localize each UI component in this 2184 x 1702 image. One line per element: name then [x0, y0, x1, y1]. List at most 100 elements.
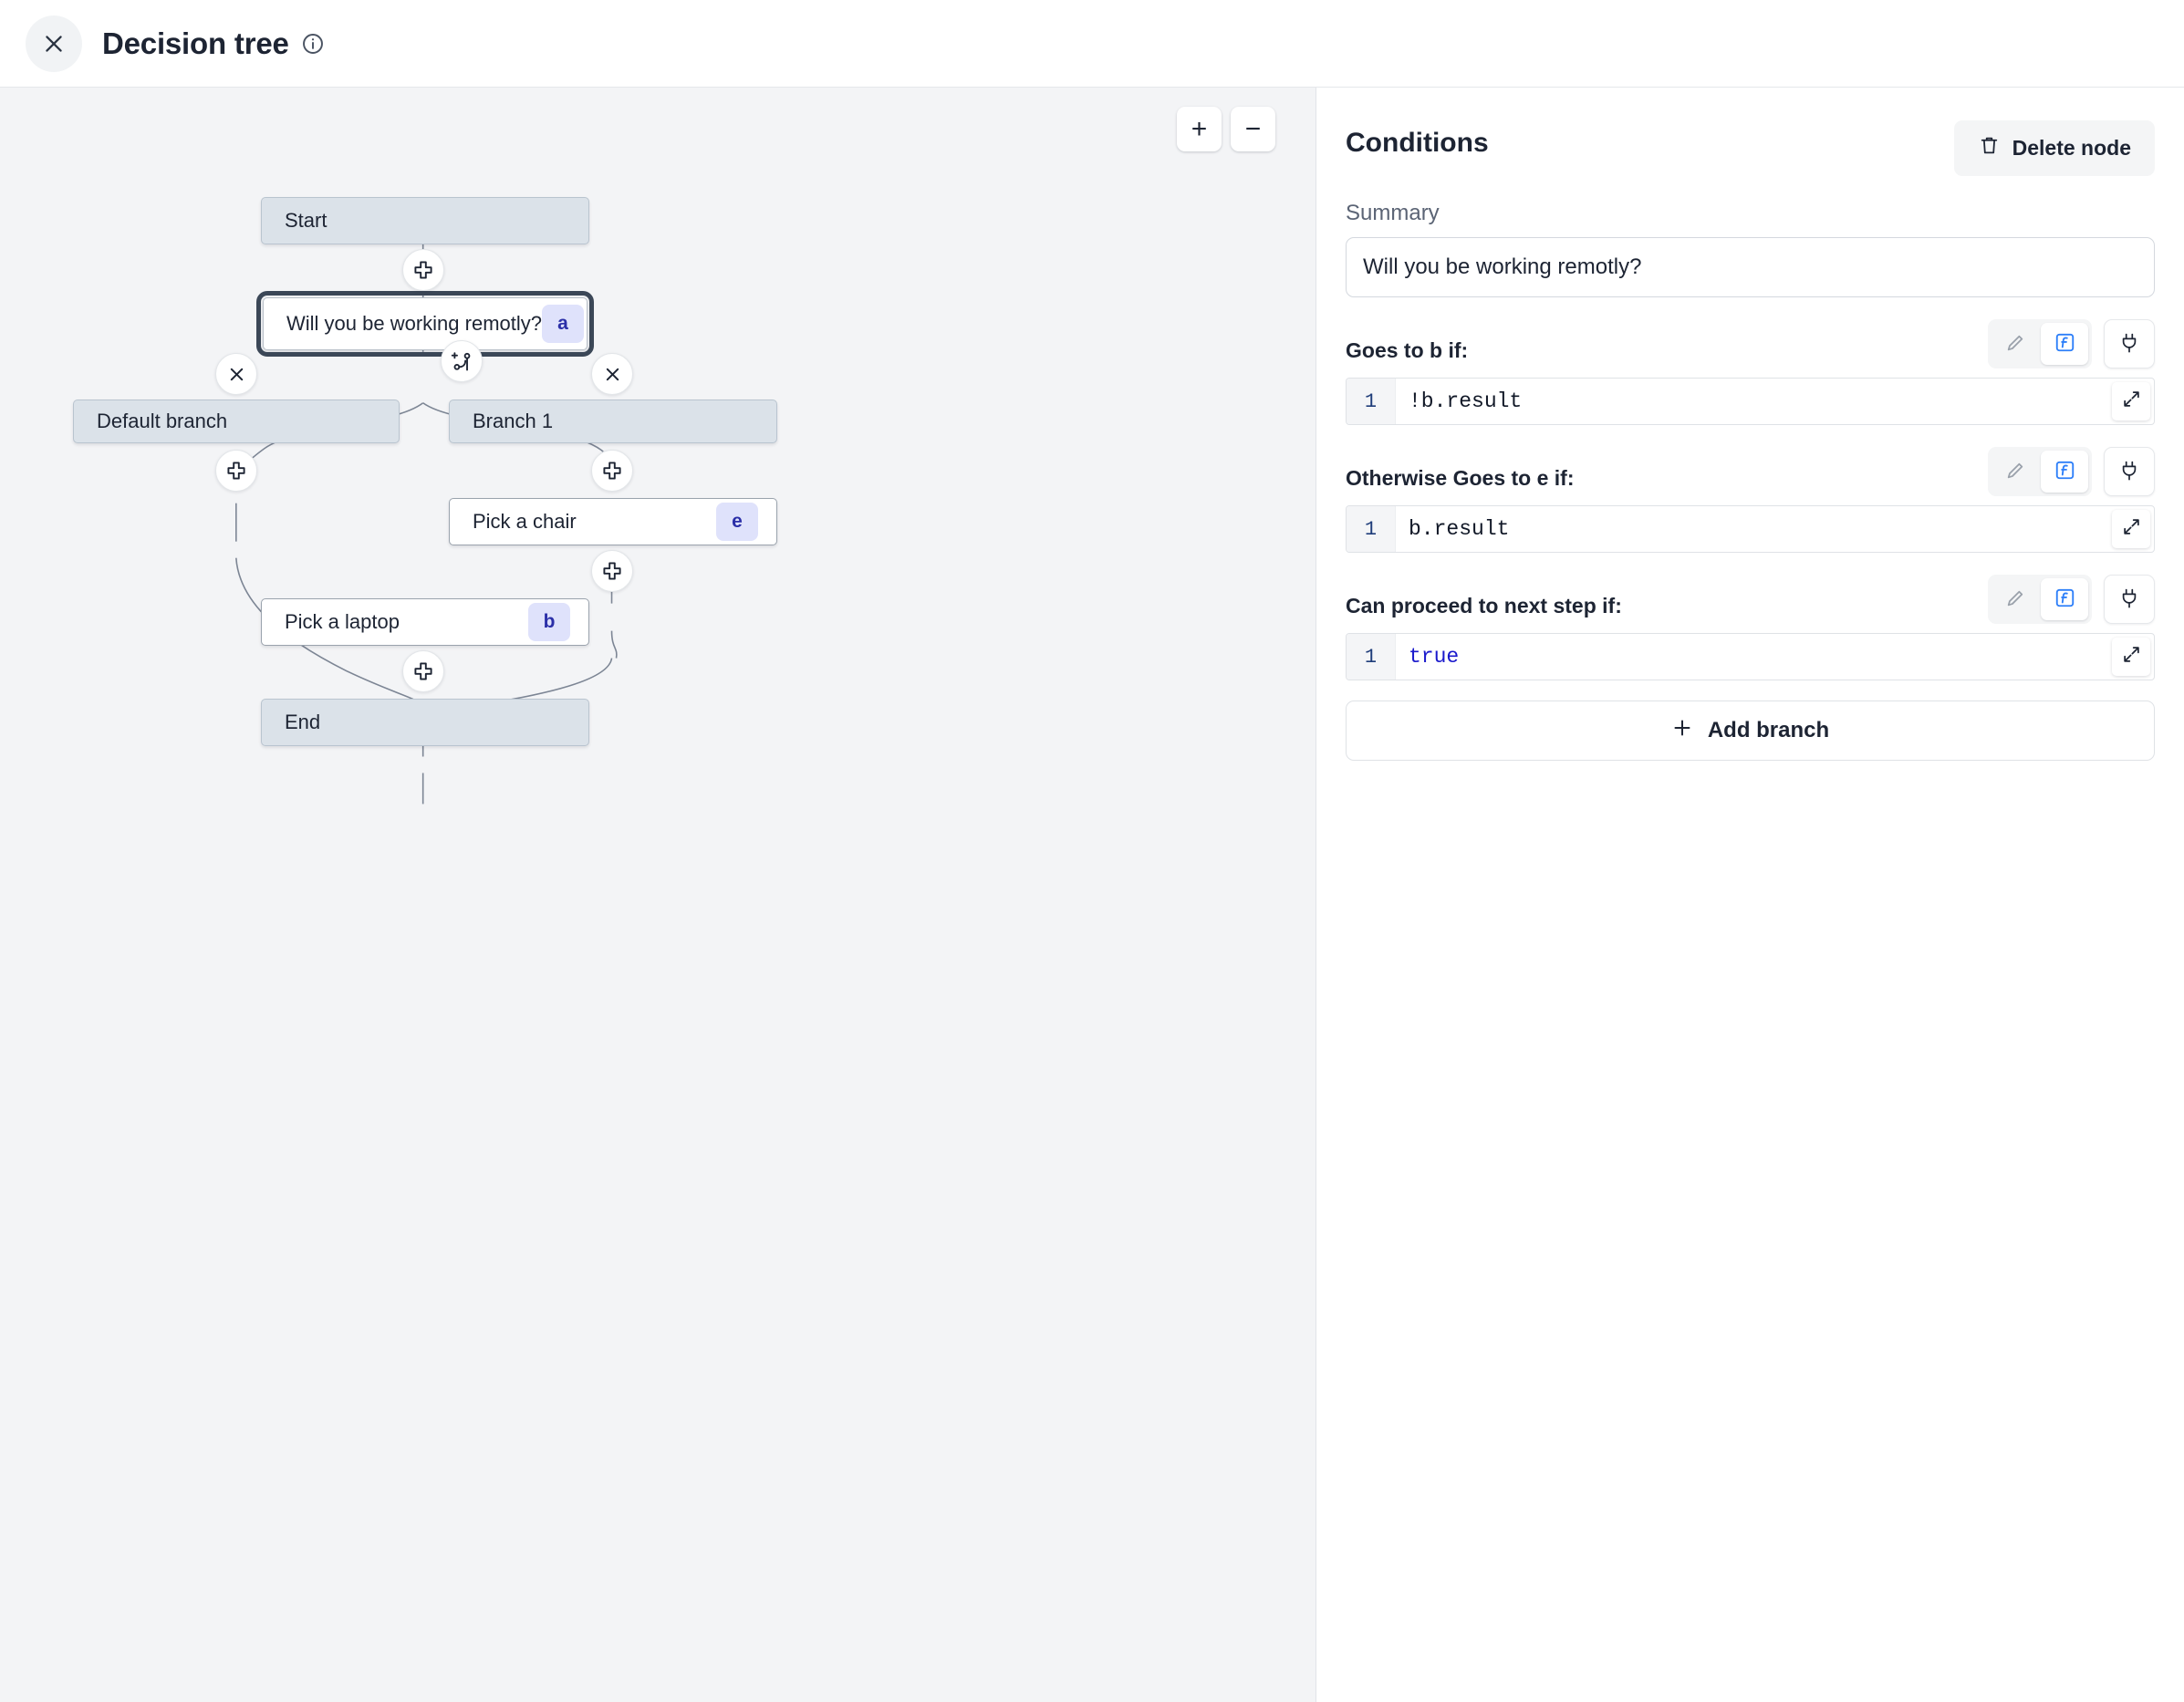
expand-icon: [2122, 389, 2141, 413]
expression-mode-button[interactable]: [2041, 578, 2088, 620]
condition-label: Can proceed to next step if:: [1346, 594, 1622, 617]
expand-icon: [2122, 517, 2141, 541]
trash-icon: [1978, 134, 2001, 162]
add-branch-button[interactable]: Add branch: [1346, 701, 2155, 761]
line-number: 1: [1347, 379, 1396, 424]
line-number: 1: [1347, 634, 1396, 680]
condition-header: Can proceed to next step if:: [1346, 573, 2155, 624]
add-branch-label: Add branch: [1707, 718, 1830, 742]
expand-icon: [2122, 645, 2141, 669]
editor-mode-toggle: [1988, 575, 2092, 624]
conditions-panel: Conditions Delete node Summary Goes to b…: [1316, 88, 2184, 1702]
connect-plug-button[interactable]: [2104, 319, 2155, 368]
page-title: Decision tree: [102, 26, 289, 60]
flow-node-pick-a-laptop[interactable]: Pick a laptop b: [261, 598, 589, 646]
flow-node-label: End: [285, 711, 321, 733]
text-mode-button[interactable]: [1992, 578, 2039, 620]
add-step-after-pick-laptop-button[interactable]: [402, 650, 444, 692]
editor-mode-toggle: [1988, 447, 2092, 496]
pencil-icon: [2004, 459, 2027, 484]
expression-mode-button[interactable]: [2041, 451, 2088, 493]
flow-graph: Start Will you be working remotly? a Def…: [0, 88, 1316, 1702]
flow-node-branch-1[interactable]: Branch 1: [449, 400, 777, 443]
close-icon: [227, 365, 246, 384]
connect-plug-button[interactable]: [2104, 575, 2155, 624]
flow-node-badge: a: [541, 305, 584, 343]
plus-icon: [412, 259, 434, 281]
code-content[interactable]: true: [1409, 645, 1460, 669]
code-editor[interactable]: 1 b.result: [1346, 505, 2155, 553]
condition-header: Goes to b if:: [1346, 317, 2155, 368]
function-icon: [2054, 586, 2076, 612]
expand-editor-button[interactable]: [2112, 638, 2150, 676]
pencil-icon: [2004, 331, 2027, 357]
condition-header: Otherwise Goes to e if:: [1346, 445, 2155, 496]
editor-mode-toggle: [1988, 319, 2092, 368]
condition-block-otherwise-goes-to-e: Otherwise Goes to e if:: [1346, 445, 2155, 553]
text-mode-button[interactable]: [1992, 451, 2039, 493]
condition-tools: [1988, 575, 2155, 624]
plug-icon: [2118, 587, 2140, 612]
condition-label: Otherwise Goes to e if:: [1346, 466, 1575, 490]
condition-block-can-proceed: Can proceed to next step if:: [1346, 573, 2155, 680]
flow-node-will-you-be-working-remotly[interactable]: Will you be working remotly? a: [256, 291, 594, 357]
condition-label: Goes to b if:: [1346, 338, 1469, 362]
plus-icon: [1671, 717, 1693, 745]
app-header: Decision tree: [0, 0, 2184, 88]
flow-edges: [235, 244, 618, 804]
text-mode-button[interactable]: [1992, 323, 2039, 365]
plug-icon: [2118, 332, 2140, 357]
add-branch-handle-button[interactable]: [441, 340, 483, 382]
expand-editor-button[interactable]: [2112, 510, 2150, 548]
branch-plus-icon: [451, 350, 473, 373]
close-button[interactable]: [26, 15, 82, 72]
plug-icon: [2118, 460, 2140, 484]
flow-node-start[interactable]: Start: [261, 197, 589, 244]
flow-canvas[interactable]: + −: [0, 88, 1316, 1702]
body-split: + −: [0, 88, 2184, 1702]
code-editor[interactable]: 1 true: [1346, 633, 2155, 680]
connect-plug-button[interactable]: [2104, 447, 2155, 496]
delete-default-branch-button[interactable]: [215, 353, 257, 395]
delete-node-button[interactable]: Delete node: [1953, 120, 2155, 176]
function-icon: [2054, 331, 2076, 357]
pencil-icon: [2004, 586, 2027, 612]
expression-mode-button[interactable]: [2041, 323, 2088, 365]
code-content[interactable]: b.result: [1409, 517, 1510, 541]
condition-block-goes-to-b: Goes to b if:: [1346, 317, 2155, 425]
line-number: 1: [1347, 506, 1396, 552]
flow-node-label: Pick a laptop: [285, 610, 400, 633]
add-step-after-branch-1-button[interactable]: [591, 450, 633, 492]
add-step-after-pick-chair-button[interactable]: [591, 550, 633, 592]
flow-node-default-branch[interactable]: Default branch: [73, 400, 400, 443]
summary-label: Summary: [1346, 201, 1440, 225]
flow-node-label: Start: [285, 209, 328, 232]
panel-title: Conditions: [1346, 128, 1489, 158]
plus-icon: [412, 660, 434, 682]
flow-node-label: Will you be working remotly?: [286, 312, 542, 335]
flow-node-badge: e: [716, 503, 758, 541]
expand-editor-button[interactable]: [2112, 382, 2150, 420]
flow-node-badge: b: [528, 603, 570, 641]
plus-icon: [225, 460, 247, 482]
flow-node-end[interactable]: End: [261, 699, 589, 746]
zoom-in-button[interactable]: +: [1177, 107, 1222, 151]
add-step-after-start-button[interactable]: [402, 249, 444, 291]
summary-input[interactable]: [1346, 237, 2155, 297]
condition-tools: [1988, 447, 2155, 496]
condition-tools: [1988, 319, 2155, 368]
code-content[interactable]: !b.result: [1409, 389, 1523, 413]
flow-node-label: Default branch: [97, 410, 228, 432]
code-editor[interactable]: 1 !b.result: [1346, 378, 2155, 425]
function-icon: [2054, 459, 2076, 484]
flow-node-label: Branch 1: [473, 410, 554, 432]
info-icon[interactable]: [301, 32, 325, 56]
close-icon: [603, 365, 622, 384]
delete-node-label: Delete node: [2012, 136, 2131, 160]
zoom-out-button[interactable]: −: [1231, 107, 1275, 151]
plus-icon: [601, 560, 623, 582]
flow-node-pick-a-chair[interactable]: Pick a chair e: [449, 498, 777, 545]
close-icon: [42, 32, 66, 56]
delete-branch-1-button[interactable]: [591, 353, 633, 395]
add-step-after-default-button[interactable]: [215, 450, 257, 492]
